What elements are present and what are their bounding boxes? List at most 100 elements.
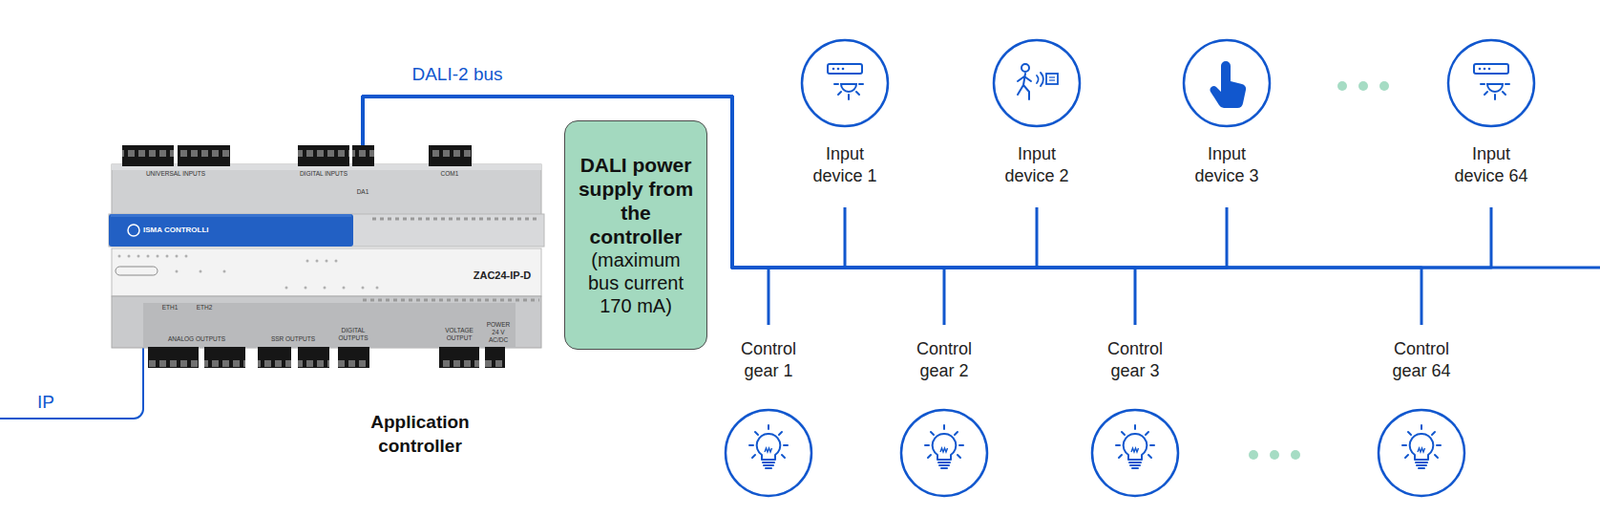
line-shape: [1415, 461, 1428, 464]
line-shape: [752, 454, 756, 458]
rect-shape: [122, 145, 174, 167]
port-name: ETH2: [189, 303, 220, 312]
rect-shape: [439, 346, 480, 368]
path-shape: [1417, 447, 1426, 452]
terminal-group-name: DA1: [348, 188, 378, 196]
circle-shape: [837, 67, 841, 71]
line-shape: [749, 443, 754, 446]
line-shape: [1148, 454, 1152, 458]
circle-shape: [842, 67, 845, 71]
rect-shape: [1046, 73, 1058, 85]
icon-holder: [1077, 406, 1193, 499]
line-shape: [847, 94, 850, 100]
path-shape: [940, 447, 948, 452]
rect-shape: [111, 248, 542, 296]
node-title: Input device 3: [1183, 143, 1270, 187]
line-shape: [1502, 91, 1506, 95]
line-shape: [939, 463, 949, 466]
rect-shape: [428, 145, 472, 167]
circle-shape: [175, 270, 179, 274]
icon-circle: [1183, 40, 1270, 127]
bus-connector: [362, 96, 1136, 325]
control-gear: Control gear 3: [1077, 324, 1193, 499]
path-shape: [757, 433, 781, 460]
node-title: Input device 64: [1448, 143, 1535, 187]
terminal-group-name: UNIVERSAL INPUTS: [118, 169, 233, 178]
rect-shape: [111, 164, 542, 218]
rect-shape: [297, 346, 330, 368]
circle-shape: [325, 259, 329, 263]
line-shape: [927, 454, 931, 458]
rect-shape: [204, 346, 246, 368]
node-title: Control gear 2: [901, 337, 988, 381]
path-shape: [1487, 84, 1503, 92]
line-shape: [1115, 443, 1120, 446]
icon-circle: [725, 409, 812, 496]
rect-shape: [108, 213, 354, 247]
line-shape: [1405, 454, 1409, 458]
line-shape: [1121, 431, 1125, 435]
rect-shape: [352, 145, 375, 167]
circle-shape: [156, 254, 160, 258]
circle-shape: [199, 270, 203, 274]
power-supply-note: DALI power supply from the controller(ma…: [564, 120, 708, 350]
line-shape: [1431, 431, 1435, 435]
circle-shape: [118, 254, 122, 258]
path-shape: [1017, 73, 1032, 100]
brand-name: ISMA CONTROLLI: [143, 225, 249, 235]
rect-shape: [147, 346, 199, 368]
terminal-group-name: POWER 24 V AC/DC: [483, 320, 514, 343]
bus-connector: [362, 96, 1422, 325]
terminal-blocks: [122, 145, 506, 368]
icon-circle: [901, 409, 988, 496]
circle-shape: [376, 286, 379, 290]
bus-connector: [362, 96, 1492, 268]
rect-shape: [204, 346, 246, 368]
input-device: Input device 3: [1169, 37, 1285, 208]
icon-circle: [1448, 40, 1535, 127]
line-shape: [362, 298, 540, 302]
icon-circle: [1378, 409, 1465, 496]
line-shape: [1049, 79, 1055, 81]
line-shape: [954, 431, 958, 435]
device-icon: [1180, 37, 1273, 129]
line-shape: [1480, 83, 1485, 85]
rect-shape: [111, 295, 542, 348]
line-shape: [765, 466, 772, 469]
line-shape: [1484, 91, 1488, 95]
ellipsis-dots: [1248, 81, 1390, 460]
circle-shape: [361, 286, 365, 290]
rect-shape: [143, 302, 516, 348]
line-shape: [762, 461, 775, 464]
input-device: Input device 1: [787, 37, 903, 208]
line-shape: [941, 466, 948, 469]
path-shape: [1123, 433, 1148, 460]
circle-shape: [832, 67, 836, 71]
circle-shape: [304, 286, 308, 290]
circle-shape: [147, 254, 150, 258]
circle-shape: [315, 259, 319, 263]
line-shape: [1402, 443, 1407, 446]
rect-shape: [177, 145, 231, 167]
device-icon: [1445, 37, 1537, 129]
line-shape: [778, 431, 782, 435]
circle-shape: [1483, 67, 1487, 71]
rect-shape: [110, 213, 352, 217]
line-shape: [1134, 424, 1137, 429]
controller-body: [108, 164, 545, 348]
icon-circle: [1092, 409, 1179, 496]
line-shape: [1416, 463, 1427, 466]
circle-shape: [127, 254, 131, 258]
line-shape: [1118, 454, 1122, 458]
rect-shape: [1473, 63, 1509, 74]
network-name: IP: [26, 391, 65, 414]
rect-shape: [428, 145, 472, 167]
node-title: Control gear 3: [1092, 337, 1179, 381]
circle-shape: [137, 254, 141, 258]
g-shape: [749, 424, 788, 468]
g-shape: [834, 84, 864, 100]
terminal-group-name: DIGITAL OUTPUTS: [334, 326, 373, 342]
circle-shape: [1337, 81, 1348, 91]
line-shape: [783, 443, 788, 446]
